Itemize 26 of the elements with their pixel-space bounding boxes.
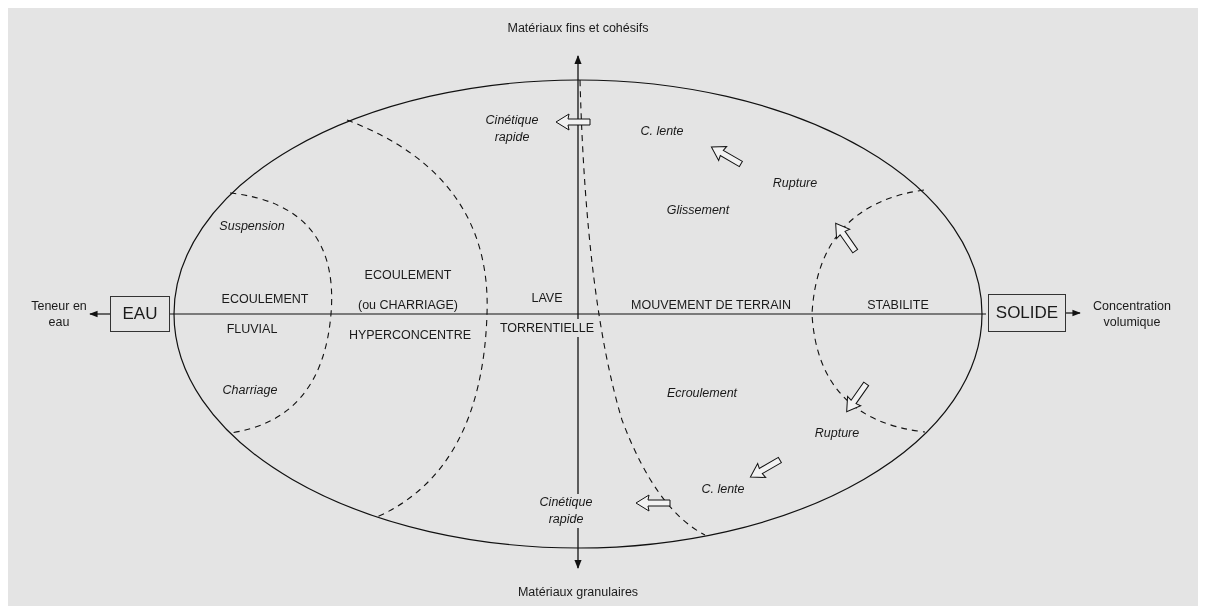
region-label: ECOULEMENT [221,291,309,308]
region-label: (ou CHARRIAGE) [358,297,458,314]
axis-label: Matériaux granulaires [517,584,639,601]
axis-title: Teneur en eau [30,296,88,332]
zone-label: C. lente [701,481,745,498]
region-label: HYPERCONCENTRE [348,327,472,344]
region-label: TORRENTIELLE [498,319,596,337]
region-label: STABILITE [867,297,929,314]
zone-label: Suspension [219,218,285,235]
zone-label: C. lente [640,123,684,140]
zone-label: Rupture [814,425,860,442]
arrow [89,310,111,318]
zone-label: Glissement [666,202,730,219]
axis-title: Concentration volumique [1082,296,1182,332]
connector-line [169,313,987,315]
axis-label: Matériaux fins et cohésifs [507,20,649,37]
state-box: SOLIDE [988,294,1066,332]
zone-label: Charriage [222,382,278,399]
region-label: ECOULEMENT [364,267,452,284]
arrow [1065,309,1081,317]
region-label: FLUVIAL [226,321,278,338]
region-label: MOUVEMENT DE TERRAIN [631,297,791,314]
zone-label: Cinétique rapide [484,112,540,146]
zone-label: Rupture [772,175,818,192]
state-box: EAU [110,296,170,332]
zone-label: Ecroulement [666,385,738,402]
